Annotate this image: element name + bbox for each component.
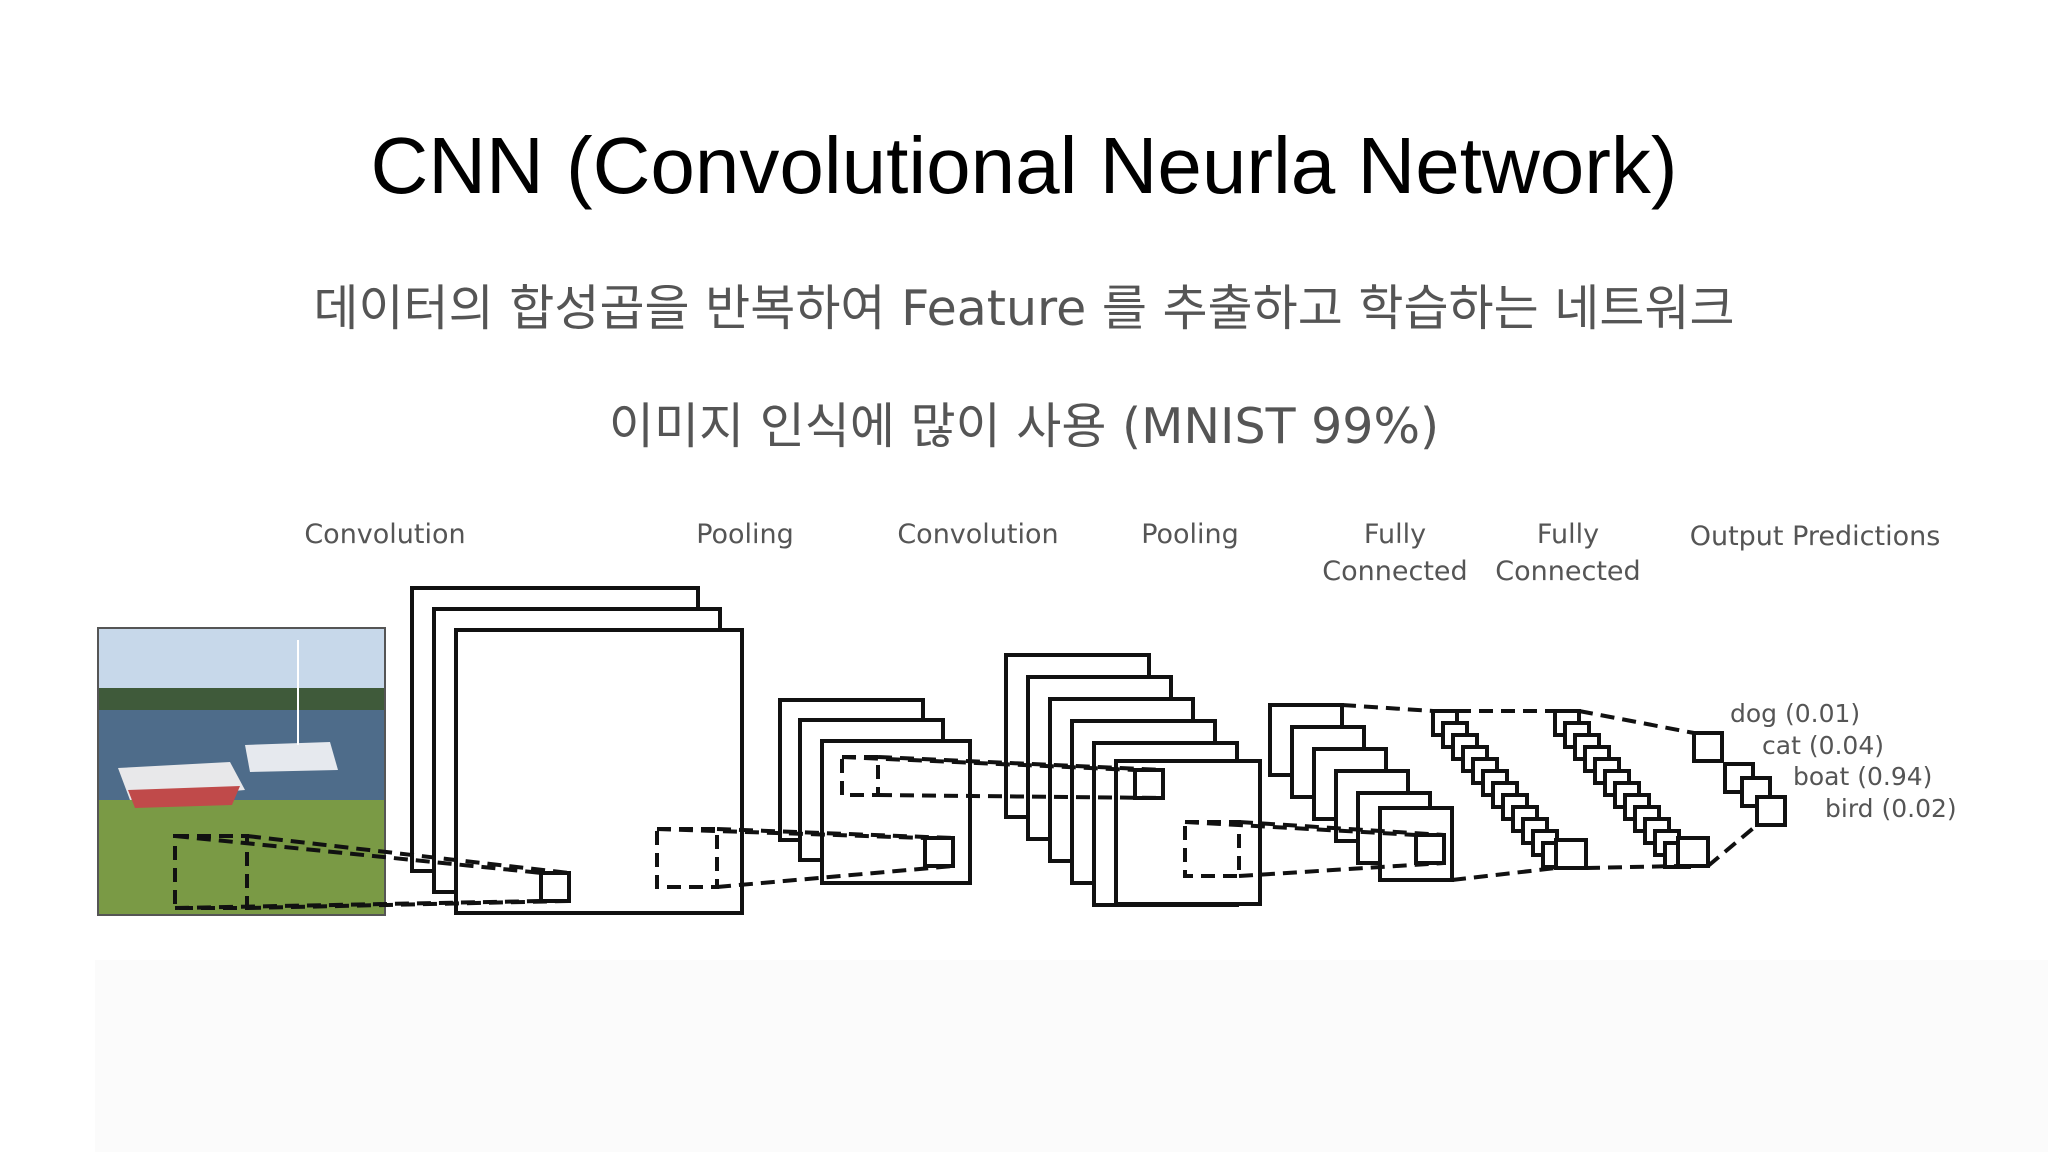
slide-subtitle-2: 이미지 인식에 많이 사용 (MNIST 99%) [608,398,1440,455]
label-fully-connected-1-line1: Fully [1364,519,1426,550]
pool2-kernel [1414,833,1446,865]
background-shade [95,960,2048,1152]
receptive-field-connectors [173,703,1759,910]
label-pooling-2: Pooling [1141,519,1239,550]
output-layer [1692,731,1787,827]
fully-connected-layer-2 [1553,709,1710,869]
prediction-dog: dog (0.01) [1730,699,1860,728]
fully-connected-layer-1 [1431,709,1588,870]
conv2-kernel [1133,768,1165,800]
prediction-bird: bird (0.02) [1825,794,1957,823]
cnn-architecture-diagram: Convolution Pooling Convolution Pooling … [97,519,1957,916]
label-convolution-1: Convolution [304,519,465,550]
input-boat-image [97,627,386,916]
slide-title: CNN (Convolutional Neurla Network) [370,121,1678,210]
pool1-kernel [923,836,955,868]
prediction-cat: cat (0.04) [1762,731,1884,760]
label-fully-connected-2-line1: Fully [1537,519,1599,550]
conv1-kernel [539,871,571,903]
label-fully-connected-2-line2: Connected [1495,556,1640,587]
label-output-predictions: Output Predictions [1690,521,1941,552]
prediction-boat: boat (0.94) [1793,762,1932,791]
output-neuron-dog [1692,731,1724,763]
slide-subtitle-1: 데이터의 합성곱을 반복하여 Feature 를 추출하고 학습하는 네트워크 [313,280,1735,337]
label-fully-connected-1-line2: Connected [1322,556,1467,587]
label-pooling-1: Pooling [696,519,794,550]
network-drawing [410,586,1454,915]
label-convolution-2: Convolution [897,519,1058,550]
conv1-feature-map [454,628,744,915]
output-neuron-bird [1755,795,1787,827]
